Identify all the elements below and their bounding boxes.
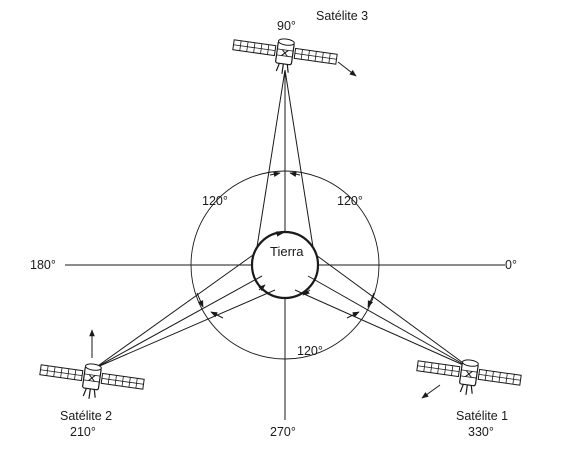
axis-label-270: 270°: [270, 425, 296, 439]
separation-angle-upper-left: 120°: [202, 194, 228, 208]
arrow-down-left-icon: [421, 384, 441, 399]
earth-label: Tierra: [270, 244, 304, 259]
satellite-2-icon: [36, 356, 146, 407]
satellite-2-angle: 210°: [70, 425, 96, 439]
satellite-2-name: Satélite 2: [60, 409, 112, 423]
arrow-down-right-icon: [337, 61, 357, 77]
satellite-3-coverage-lines: [256, 69, 314, 248]
satellite-1-name: Satélite 1: [456, 409, 508, 423]
separation-angle-upper-right: 120°: [337, 194, 363, 208]
angle-arc-arrows: [196, 171, 375, 319]
axis-label-180: 180°: [30, 258, 56, 272]
satellite-1-coverage-lines: [294, 254, 471, 369]
satellite-1-icon: [413, 352, 523, 403]
satellite-1-angle: 330°: [468, 425, 494, 439]
satellite-2-coverage-lines: [94, 254, 276, 369]
satellite-3-name: Satélite 3: [316, 9, 368, 23]
separation-angle-bottom: 120°: [297, 344, 323, 358]
earth-arrows: [258, 231, 311, 296]
axis-label-90: 90°: [277, 19, 296, 33]
axis-label-0: 0°: [505, 258, 517, 272]
